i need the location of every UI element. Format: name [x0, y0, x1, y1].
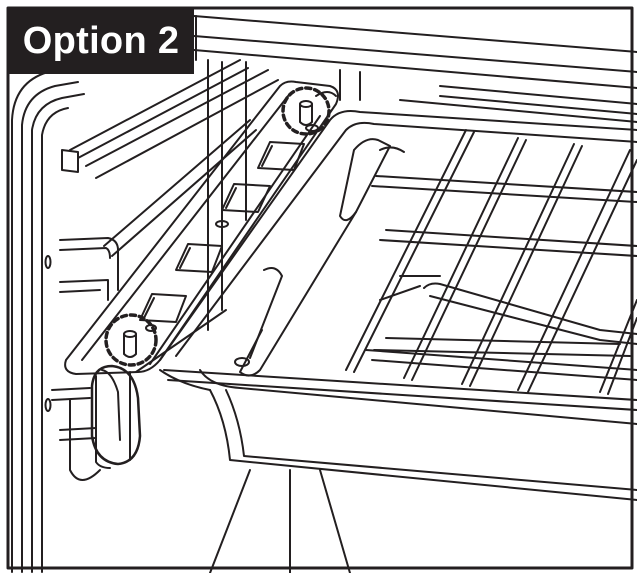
- pan-ribs: [373, 275, 637, 357]
- rack-side-plate: [64, 80, 339, 469]
- front-roller: [90, 364, 142, 466]
- roller-pin-upper: [299, 91, 337, 126]
- oven-rack-wires: [163, 129, 637, 411]
- rack-slot: [175, 243, 223, 273]
- side-glide-rails: [44, 59, 279, 481]
- highlight-circle-lower: [104, 313, 158, 367]
- roller-pin-lower: [123, 330, 137, 358]
- rack-slot: [139, 293, 187, 323]
- rack-slot: [257, 141, 305, 171]
- image-frame: [6, 6, 634, 570]
- rack-slot: [221, 183, 271, 213]
- highlight-circle-upper: [281, 86, 331, 136]
- broil-pan: [159, 110, 637, 501]
- option-label: Option 2: [8, 8, 194, 74]
